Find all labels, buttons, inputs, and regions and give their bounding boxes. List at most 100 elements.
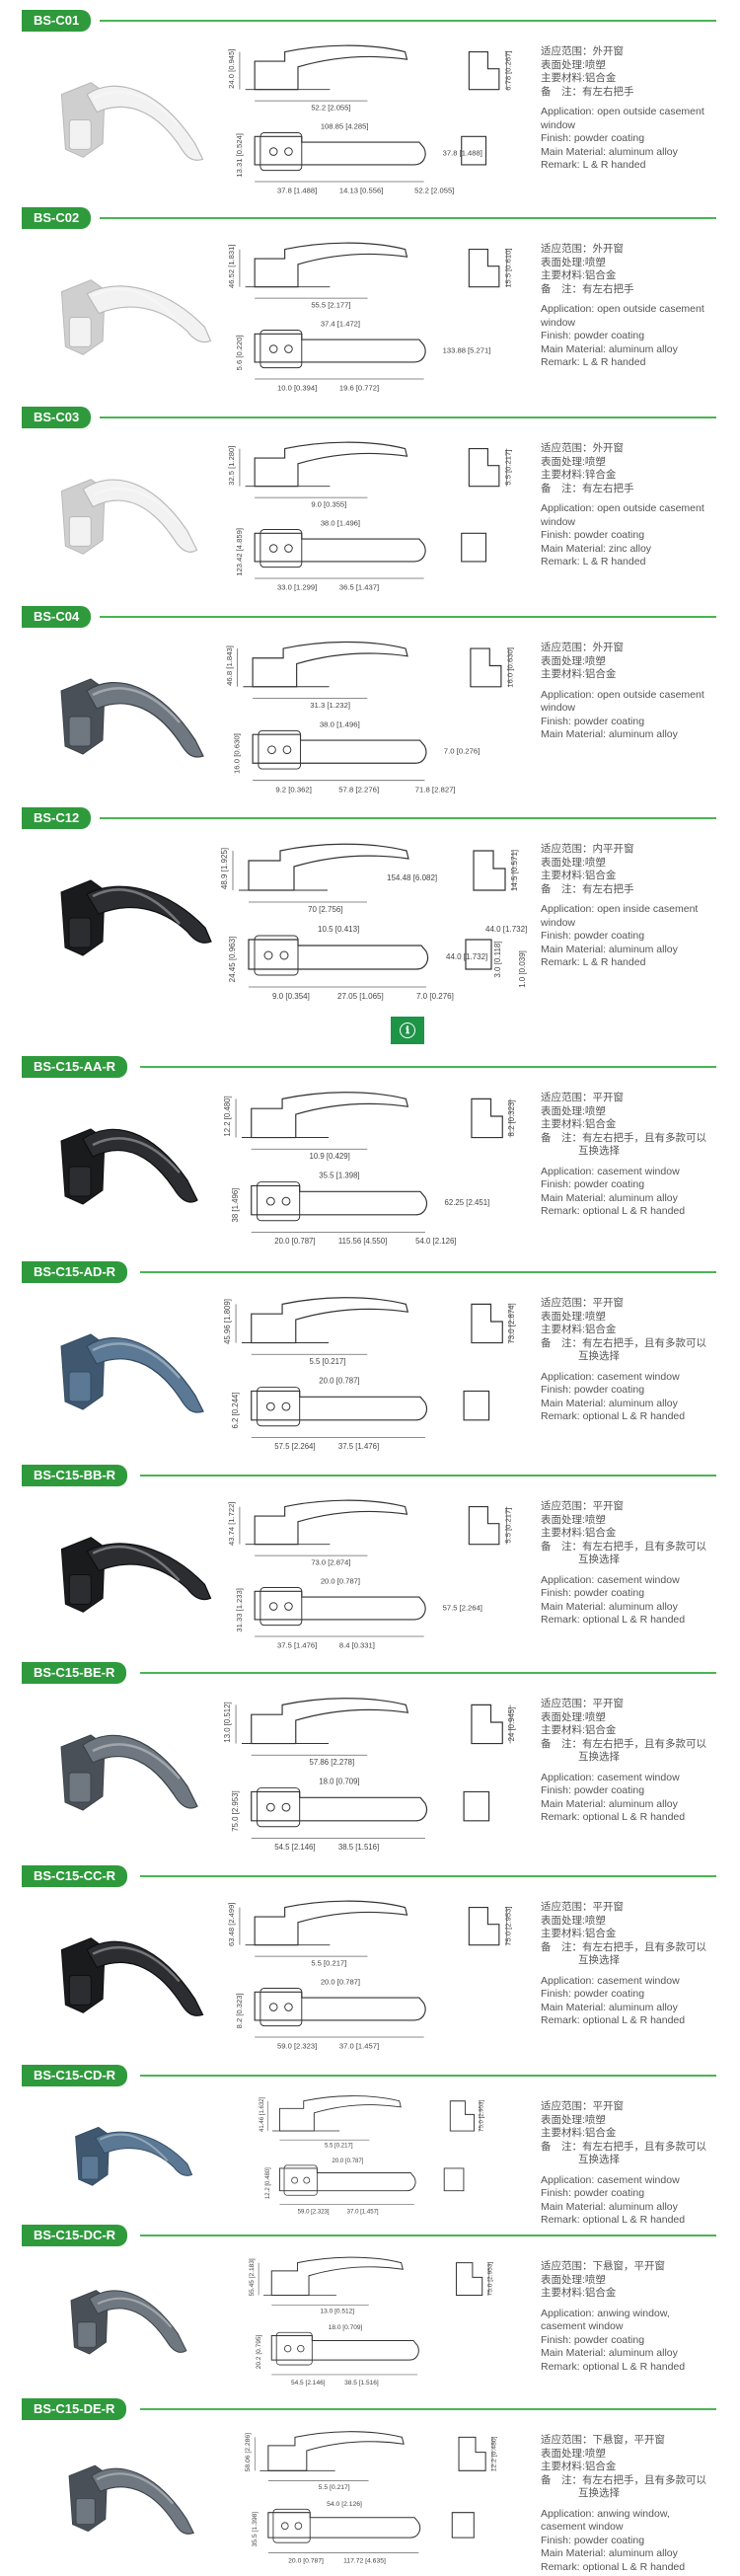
- product-code-tab: BS-C15-BE-R: [22, 1662, 127, 1684]
- spec-line-en: Finish: powder coating: [541, 1784, 645, 1796]
- dimension-label: 5.5 [0.217]: [311, 1959, 346, 1968]
- dimension-label: 20.0 [0.787]: [333, 2159, 364, 2164]
- spec-line-en: Finish: powder coating: [541, 330, 645, 341]
- dimension-label: 6.78 [0.267]: [503, 51, 512, 91]
- spec-line-en: Application: casement window: [541, 1771, 680, 1783]
- spec-line-cn: 适应范围：外开窗: [541, 243, 624, 255]
- dimension-label: 20.0 [0.787]: [274, 1237, 315, 1246]
- section-divider: [100, 817, 716, 819]
- spec-line-en: window: [541, 916, 576, 929]
- dimension-label: 52.2 [2.055]: [414, 186, 454, 194]
- section-divider: [140, 1672, 716, 1674]
- section-divider: [140, 2408, 716, 2410]
- handle-photo-shape: [60, 1128, 198, 1205]
- product-code-tab: BS-C02: [22, 207, 92, 229]
- dimension-label: 9.0 [0.354]: [272, 992, 310, 1001]
- dimension-label: 70 [2.756]: [308, 905, 343, 914]
- technical-drawing-lines: [232, 843, 514, 988]
- spec-line-en: Application: open outside casement: [541, 106, 704, 117]
- spec-line-cn: 表面处理:喷塑: [541, 455, 606, 468]
- spec-line-en: Remark: L & R handed: [541, 956, 646, 968]
- spec-line-cn: 主要材料:铝合金: [541, 1118, 617, 1130]
- handle-photo: [60, 1333, 204, 1413]
- spec-line-cn: 适应范围：平开窗: [541, 1297, 624, 1309]
- spec-english: Application: anwing window,casement wind…: [541, 2508, 733, 2575]
- product-code-tab: BS-C15-AD-R: [22, 1261, 128, 1283]
- dimension-label: 75.0 [2.953]: [503, 1907, 512, 1946]
- handle-photo: [60, 1937, 204, 2016]
- spec-line-en: Main Material: zinc alloy: [541, 542, 652, 555]
- dimension-label: 5.5 [0.217]: [309, 1357, 345, 1366]
- dimension-label: 38.0 [1.496]: [321, 519, 360, 528]
- dimension-label: 13.0 [0.512]: [321, 2309, 355, 2315]
- dimension-label: 71.8 [2.827]: [415, 785, 456, 794]
- product-code-tab: BS-C04: [22, 606, 92, 628]
- dimension-label: 37.8 [1.488]: [443, 148, 482, 157]
- spec-line-en: window: [541, 515, 576, 528]
- dimension-label: 54.0 [2.126]: [327, 2501, 362, 2508]
- dimension-label: 37.0 [1.457]: [347, 2209, 379, 2215]
- dimension-label: 14.5 [0.571]: [510, 850, 519, 891]
- technical-drawing: 46.52 [1.831]55.5 [2.177]15.5 [0.610]5.6…: [227, 242, 512, 392]
- technical-drawing: 13.0 [0.512]57.86 [2.278]24 [0.945]75.0 …: [223, 1698, 516, 1852]
- dimension-label: 55.45 [2.183]: [249, 2258, 256, 2296]
- dimension-label: 57.5 [2.264]: [274, 1442, 315, 1451]
- dimension-label: 58.06 [2.286]: [245, 2433, 252, 2472]
- dimension-label: 5.5 [0.217]: [325, 2144, 353, 2150]
- spec-line-en: Application: casement window: [541, 1974, 680, 1987]
- dimension-label: 57.86 [2.278]: [309, 1758, 354, 1767]
- dimension-label: 7.0 [0.276]: [444, 747, 481, 756]
- spec-line-cn: 表面处理:喷塑: [541, 1513, 606, 1526]
- dimension-label: 73.0 [2.874]: [311, 1558, 350, 1567]
- spec-line-en: Remark: optional L & R handed: [541, 1205, 686, 1217]
- spec-line-en: Main Material: aluminum alloy: [541, 145, 678, 158]
- dimension-label: 75.0 [2.953]: [487, 2262, 494, 2297]
- dimension-label: 24.0 [0.945]: [227, 49, 236, 89]
- dimension-label: 108.85 [4.285]: [321, 122, 369, 131]
- spec-line-cn: 适应范围：平开窗: [541, 2100, 624, 2112]
- dimension-label: 20.0 [0.787]: [321, 1978, 360, 1987]
- product-code-tab: BS-C15-CC-R: [22, 1865, 128, 1887]
- dimension-label: 10.9 [0.429]: [309, 1152, 349, 1161]
- handle-photo-shape: [60, 879, 212, 956]
- product-section: BS-C15-BE-R 13.0 [0.512]57.86 [2.278]24 […: [0, 1662, 740, 1859]
- spec-line-cn: 表面处理:喷塑: [541, 1104, 606, 1117]
- handle-photo: [60, 1537, 212, 1613]
- dimension-label: 55.5 [2.177]: [311, 301, 350, 310]
- dimension-label: 45.96 [1.809]: [223, 1299, 232, 1344]
- product-code-tab: BS-C15-AA-R: [22, 1056, 128, 1078]
- technical-drawing-lines: [254, 2431, 493, 2553]
- technical-drawing-lines: [239, 242, 507, 380]
- spec-line-cn: 表面处理:喷塑: [541, 256, 606, 268]
- spec-line-en: Remark: optional L & R handed: [541, 1410, 686, 1422]
- handle-photo-shape: [60, 279, 212, 355]
- spec-line-en: Application: open inside casement: [541, 903, 699, 915]
- dimension-label: 18.0 [0.709]: [329, 2324, 363, 2331]
- dimension-label: 18.0 [0.709]: [319, 1778, 359, 1786]
- spec-line-cn: 主要材料:铝合金: [541, 72, 617, 84]
- technical-drawing-lines: [267, 2095, 481, 2205]
- handle-photo: [60, 1734, 198, 1811]
- product-code-tab: BS-C12: [22, 807, 92, 829]
- dimension-label: 52.2 [2.055]: [311, 104, 350, 113]
- dimension-label: 12.2 [0.480]: [265, 2167, 271, 2199]
- technical-drawing-lines: [237, 641, 510, 782]
- dimension-label: 20.0 [0.787]: [319, 1377, 359, 1386]
- handle-photo-shape: [70, 2290, 187, 2355]
- spec-line-cn: 互换选择: [578, 2487, 620, 2499]
- spec-line-cn: 备 注：有左右把手，且有多款可以: [541, 2473, 706, 2486]
- spec-line-en: Finish: powder coating: [541, 1178, 645, 1190]
- spec-line-cn: 适应范围：平开窗: [541, 1901, 624, 1913]
- spec-line-cn: 备 注：有左右把手，且有多款可以: [541, 1336, 706, 1349]
